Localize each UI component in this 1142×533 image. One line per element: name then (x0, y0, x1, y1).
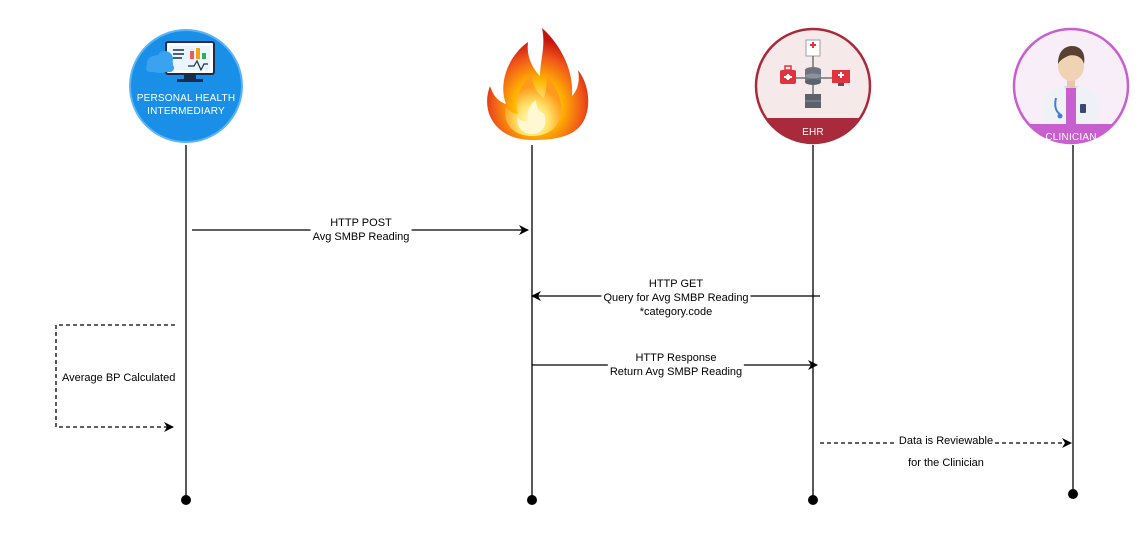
fire-icon (487, 28, 589, 140)
label-response-line2: Return Avg SMBP Reading (609, 366, 743, 378)
label-self-calc: Average BP Calculated (60, 372, 178, 384)
label-post-line2: Avg SMBP Reading (312, 231, 410, 243)
participant-clinician: CLINICIAN (1012, 27, 1130, 145)
lifeline-end-clinician (1068, 489, 1078, 499)
label-reviewable-line2: for the Clinician (908, 457, 984, 469)
ehr-caption: EHR (802, 127, 824, 138)
participant-phi: PERSONAL HEALTH INTERMEDIARY (129, 29, 243, 143)
participant-fhir (487, 28, 589, 140)
label-post: HTTP POST Avg SMBP Reading (310, 216, 412, 244)
lifeline-end-ehr (808, 495, 818, 505)
monitor-cloud-icon (146, 41, 215, 82)
label-reviewable-line1: Data is Reviewable (896, 430, 996, 452)
label-response: HTTP Response Return Avg SMBP Reading (607, 351, 745, 379)
doctor-icon (1044, 46, 1098, 124)
phi-caption-line2: INTERMEDIARY (147, 106, 225, 117)
ehr-network-icon (780, 39, 850, 108)
label-get: HTTP GET Query for Avg SMBP Reading *cat… (599, 277, 752, 319)
lifeline-end-fhir (527, 495, 537, 505)
lifeline-end-phi (181, 495, 191, 505)
participant-ehr: EHR (754, 27, 872, 145)
label-post-line1: HTTP POST (330, 217, 392, 229)
label-response-line1: HTTP Response (635, 352, 717, 364)
label-get-line1: HTTP GET (648, 278, 704, 290)
arrow-self-calc (55, 324, 175, 432)
label-get-line2: Query for Avg SMBP Reading (601, 291, 751, 305)
label-get-line3: *category.code (639, 306, 713, 318)
label-reviewable: Data is Reviewable for the Clinician (895, 430, 997, 474)
clinician-caption: CLINICIAN (1045, 132, 1096, 143)
phi-caption-line1: PERSONAL HEALTH (137, 93, 236, 104)
